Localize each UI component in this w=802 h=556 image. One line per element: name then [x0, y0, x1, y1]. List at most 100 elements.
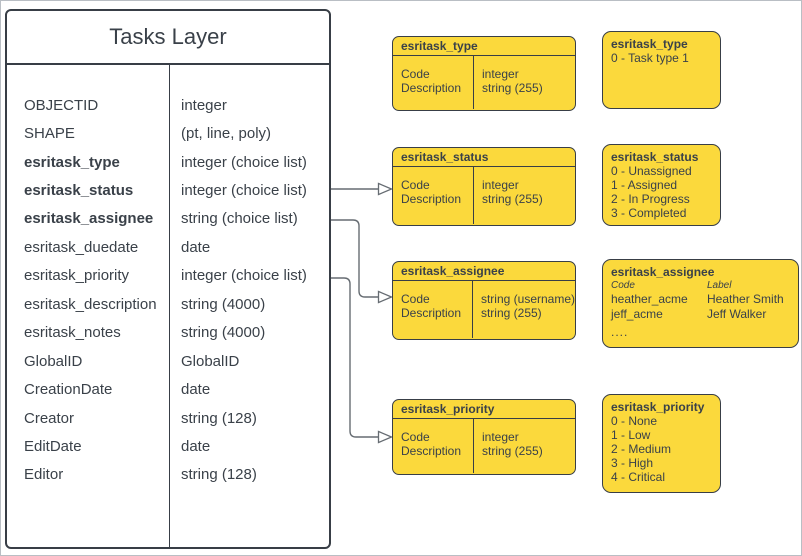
domain-value: 0 - None	[611, 414, 658, 428]
domain-table-esritask-type: esritask_type Code Description integer s…	[392, 36, 576, 111]
domain-table-title: esritask_assignee	[393, 262, 575, 281]
field-name: esritask_assignee	[24, 210, 154, 228]
tasks-layer-title: Tasks Layer	[7, 11, 329, 65]
domain-field-name: Description	[401, 80, 462, 95]
field-name: esritask_notes	[24, 324, 121, 342]
field-name: Editor	[24, 466, 64, 484]
domain-value: 0 - Unassigned	[611, 164, 692, 178]
domain-col-types: string (username) string (255)	[473, 281, 575, 338]
field-type: string (128)	[181, 409, 257, 427]
domain-field-type: string (255)	[482, 443, 543, 458]
domain-field-name: Description	[401, 305, 462, 320]
column-divider	[169, 65, 170, 547]
field-row: EditDate date	[7, 432, 329, 460]
domain-col-names: Code Description	[393, 419, 474, 473]
domain-value: 0 - Task type 1	[611, 51, 689, 65]
domain-value: 2 - Medium	[611, 442, 672, 456]
field-row: GlobalID GlobalID	[7, 347, 329, 375]
domain-value: 2 - In Progress	[611, 192, 690, 206]
value-box-title: esritask_status	[611, 150, 699, 164]
assignee-label: Heather Smith	[707, 292, 784, 306]
domain-table-body: Code Description integer string (255)	[393, 419, 575, 473]
assignee-more-ellipsis: ....	[611, 325, 629, 339]
domain-col-types: integer string (255)	[474, 419, 543, 473]
field-row: esritask_notes string (4000)	[7, 319, 329, 347]
field-type: integer (choice list)	[181, 153, 307, 171]
domain-col-names: Code Description	[393, 281, 473, 338]
value-box-esritask-assignee: esritask_assignee Code Label heather_acm…	[602, 259, 799, 348]
domain-col-names: Code Description	[393, 167, 474, 224]
domain-table-body: Code Description integer string (255)	[393, 167, 575, 224]
field-row: esritask_type integer (choice list)	[7, 148, 329, 176]
domain-value: 4 - Critical	[611, 470, 666, 484]
field-type: string (4000)	[181, 324, 266, 342]
field-row: esritask_duedate date	[7, 233, 329, 261]
field-name: EditDate	[24, 437, 82, 455]
field-type: string (4000)	[181, 295, 266, 313]
domain-field-type: string (username)	[480, 292, 575, 306]
field-name: esritask_type	[24, 153, 120, 171]
domain-table-title: esritask_type	[393, 37, 575, 56]
field-row: SHAPE (pt, line, poly)	[7, 119, 329, 147]
field-name: SHAPE	[24, 125, 75, 143]
field-row: esritask_status integer (choice list)	[7, 176, 329, 204]
assignee-code: jeff_acme	[611, 306, 663, 321]
field-type: date	[181, 238, 211, 256]
domain-value: 1 - Assigned	[611, 178, 678, 192]
field-name: esritask_description	[24, 295, 157, 313]
domain-field-name: Description	[401, 191, 462, 206]
domain-table-esritask-priority: esritask_priority Code Description integ…	[392, 399, 576, 475]
value-box-esritask-type: esritask_type 0 - Task type 1	[602, 31, 721, 109]
value-box-title: esritask_priority	[611, 400, 705, 414]
tasks-layer-fields: OBJECTID integer SHAPE (pt, line, poly) …	[7, 65, 329, 547]
assignee-label: Jeff Walker	[707, 306, 767, 321]
field-type: integer (choice list)	[181, 182, 307, 200]
domain-value: 3 - Completed	[611, 206, 687, 220]
domain-field-type: integer	[482, 178, 519, 192]
assignee-value-grid: Code Label heather_acme Heather Smith je…	[611, 279, 790, 321]
connector-esritask-priority	[331, 277, 394, 444]
domain-field-type: string (255)	[482, 191, 543, 206]
domain-field-name: Code	[401, 292, 430, 306]
domain-col-types: integer string (255)	[474, 167, 543, 224]
domain-col-types: integer string (255)	[474, 56, 543, 109]
field-type: string (128)	[181, 466, 257, 484]
field-type: GlobalID	[181, 352, 240, 370]
field-row: Creator string (128)	[7, 404, 329, 432]
domain-table-title: esritask_priority	[393, 400, 575, 419]
field-row: esritask_assignee string (choice list)	[7, 205, 329, 233]
domain-table-body: Code Description string (username) strin…	[393, 281, 575, 338]
field-name: CreationDate	[24, 381, 113, 399]
value-list: 0 - Task type 1	[611, 51, 712, 65]
field-row: CreationDate date	[7, 375, 329, 403]
field-type: date	[181, 381, 211, 399]
field-name: esritask_priority	[24, 267, 130, 285]
assignee-col-header: Label	[707, 280, 732, 291]
domain-field-name: Code	[401, 178, 430, 192]
domain-field-type: string (255)	[480, 305, 542, 320]
field-type: string (choice list)	[181, 210, 298, 228]
field-type: (pt, line, poly)	[181, 125, 272, 143]
tasks-layer-table: Tasks Layer OBJECTID integer SHAPE (pt, …	[5, 9, 331, 549]
field-row: esritask_description string (4000)	[7, 290, 329, 318]
field-name: GlobalID	[24, 352, 83, 370]
domain-table-body: Code Description integer string (255)	[393, 56, 575, 109]
domain-value: 3 - High	[611, 456, 654, 470]
assignee-code: heather_acme	[611, 292, 688, 306]
field-row: Editor string (128)	[7, 461, 329, 489]
domain-field-type: string (255)	[482, 80, 543, 95]
field-type: integer (choice list)	[181, 267, 307, 285]
domain-field-name: Description	[401, 443, 462, 458]
field-type: date	[181, 437, 211, 455]
domain-field-name: Code	[401, 67, 430, 81]
value-box-title: esritask_type	[611, 37, 688, 51]
domain-value: 1 - Low	[611, 428, 651, 442]
domain-field-type: integer	[482, 67, 519, 81]
domain-table-title: esritask_status	[393, 148, 575, 167]
field-name: OBJECTID	[24, 96, 99, 114]
domain-field-type: integer	[482, 430, 519, 444]
field-type: integer	[181, 96, 227, 114]
